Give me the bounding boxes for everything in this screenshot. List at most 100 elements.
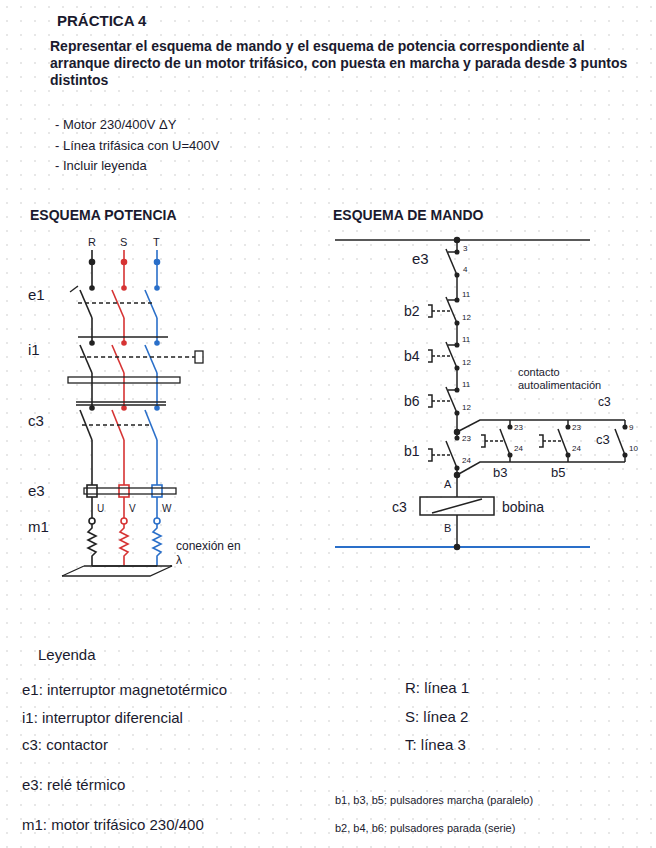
legend-entry: S: línea 2	[405, 708, 468, 725]
label-text: ESQUEMA POTENCIA	[30, 207, 177, 223]
label-text: 24	[462, 456, 471, 465]
nc-hook	[448, 299, 457, 301]
label-text: 4	[463, 265, 467, 274]
label-text: e3	[28, 482, 45, 499]
pushbutton-symbol	[428, 395, 432, 407]
label-text: bobina	[502, 499, 544, 515]
label-text: - Incluir leyenda	[55, 159, 147, 174]
label-text: ESQUEMA DE MANDO	[333, 207, 483, 223]
legend-entry: b1, b3, b5: pulsadores marcha (paralelo)	[335, 794, 533, 807]
button-link	[543, 440, 561, 442]
legend-entry: R: línea 1	[405, 679, 469, 696]
thermal-relay-bar	[84, 488, 176, 494]
pushbutton-symbol	[428, 449, 432, 461]
label-text: c3	[598, 396, 611, 410]
rcd-toroid	[68, 377, 180, 383]
label-text: 11	[462, 335, 470, 344]
label-text: b6	[404, 393, 420, 409]
label-text: Representar el esquema de mando y el esq…	[50, 38, 645, 89]
label-text: A	[444, 478, 451, 491]
label-text: 10	[629, 444, 638, 453]
label-text: 12	[462, 313, 471, 322]
pushbutton-symbol	[428, 305, 432, 317]
terminal	[623, 425, 627, 429]
label-text: i1	[28, 341, 40, 358]
breaker-handle	[70, 286, 78, 292]
wire	[567, 455, 569, 462]
wire	[624, 455, 626, 462]
contact-blade	[558, 429, 568, 455]
legend-entry: m1: motor trifásico 230/400	[22, 816, 204, 833]
star-base	[62, 566, 172, 576]
pushbutton-symbol	[481, 435, 485, 447]
legend-entry: b2, b4, b6: pulsadores parada (serie)	[335, 822, 515, 835]
star-base	[84, 565, 172, 566]
button-link	[432, 355, 450, 357]
button-link	[432, 400, 450, 402]
nc-hook	[448, 251, 457, 253]
label-text: c3	[392, 499, 407, 515]
button-link	[432, 454, 450, 456]
legend-entry: c3: contactor	[22, 736, 108, 753]
terminal	[455, 436, 459, 440]
label-text: b1	[404, 443, 420, 459]
label-text: V	[129, 503, 136, 515]
label-text: 9	[629, 423, 633, 432]
control-circuit	[335, 238, 627, 550]
legend-entry: T: línea 3	[405, 736, 466, 753]
pushbutton-symbol	[428, 350, 432, 362]
label-text: 12	[462, 358, 471, 367]
coil-mark	[432, 499, 482, 513]
nc-hook	[448, 344, 457, 346]
label-text: 24	[572, 444, 581, 453]
breaker-link	[78, 302, 152, 303]
label-text: 11	[462, 380, 470, 389]
label-text: - Línea trifásica con U=400V	[55, 139, 219, 154]
label-text: 24	[514, 444, 523, 453]
label-text: 23	[514, 423, 523, 432]
pushbutton-symbol	[539, 435, 543, 447]
power-links	[62, 286, 203, 576]
label-text: e3	[412, 250, 429, 267]
wire	[456, 368, 458, 390]
label-text: c3	[596, 433, 610, 448]
label-text: contacto autoalimentación	[518, 366, 640, 391]
label-text: U	[97, 503, 104, 515]
contactor-link	[82, 424, 152, 425]
label-text: - Motor 230/400V ΔY	[55, 118, 176, 133]
label-text: Leyenda	[38, 646, 96, 663]
nc-hook	[448, 389, 457, 391]
wire	[456, 515, 458, 547]
branch-top-rail	[457, 420, 625, 432]
coil-symbol	[420, 497, 494, 515]
phase-t	[145, 250, 162, 566]
contact-blade	[446, 297, 457, 323]
power-phases	[80, 250, 162, 566]
label-text: b3	[493, 466, 507, 481]
branch-bottom-rail	[457, 462, 625, 475]
contactor-bar	[76, 401, 166, 402]
contact-blade	[500, 429, 510, 455]
label-text: b2	[404, 303, 420, 319]
contact-blade	[446, 249, 457, 275]
rcd-test	[195, 351, 203, 363]
phase-r	[80, 250, 97, 566]
label-text: 23	[462, 434, 471, 443]
label-text: m1	[28, 518, 49, 535]
phase-s	[112, 250, 129, 566]
legend-entry: e3: relé térmico	[22, 776, 125, 793]
label-text: T	[153, 236, 160, 249]
label-text: 23	[572, 423, 581, 432]
label-text: B	[444, 522, 451, 535]
label-text: c3	[28, 412, 44, 429]
label-text: R	[88, 236, 96, 249]
label-text: 12	[462, 403, 471, 412]
contact-blade	[446, 342, 457, 368]
terminal	[508, 425, 512, 429]
terminal	[566, 425, 570, 429]
label-text: W	[162, 503, 171, 515]
label-text: b5	[551, 466, 565, 481]
button-link	[485, 440, 503, 442]
legend-entry: i1: interruptor diferencial	[22, 709, 183, 726]
contactor-bar	[76, 404, 166, 405]
